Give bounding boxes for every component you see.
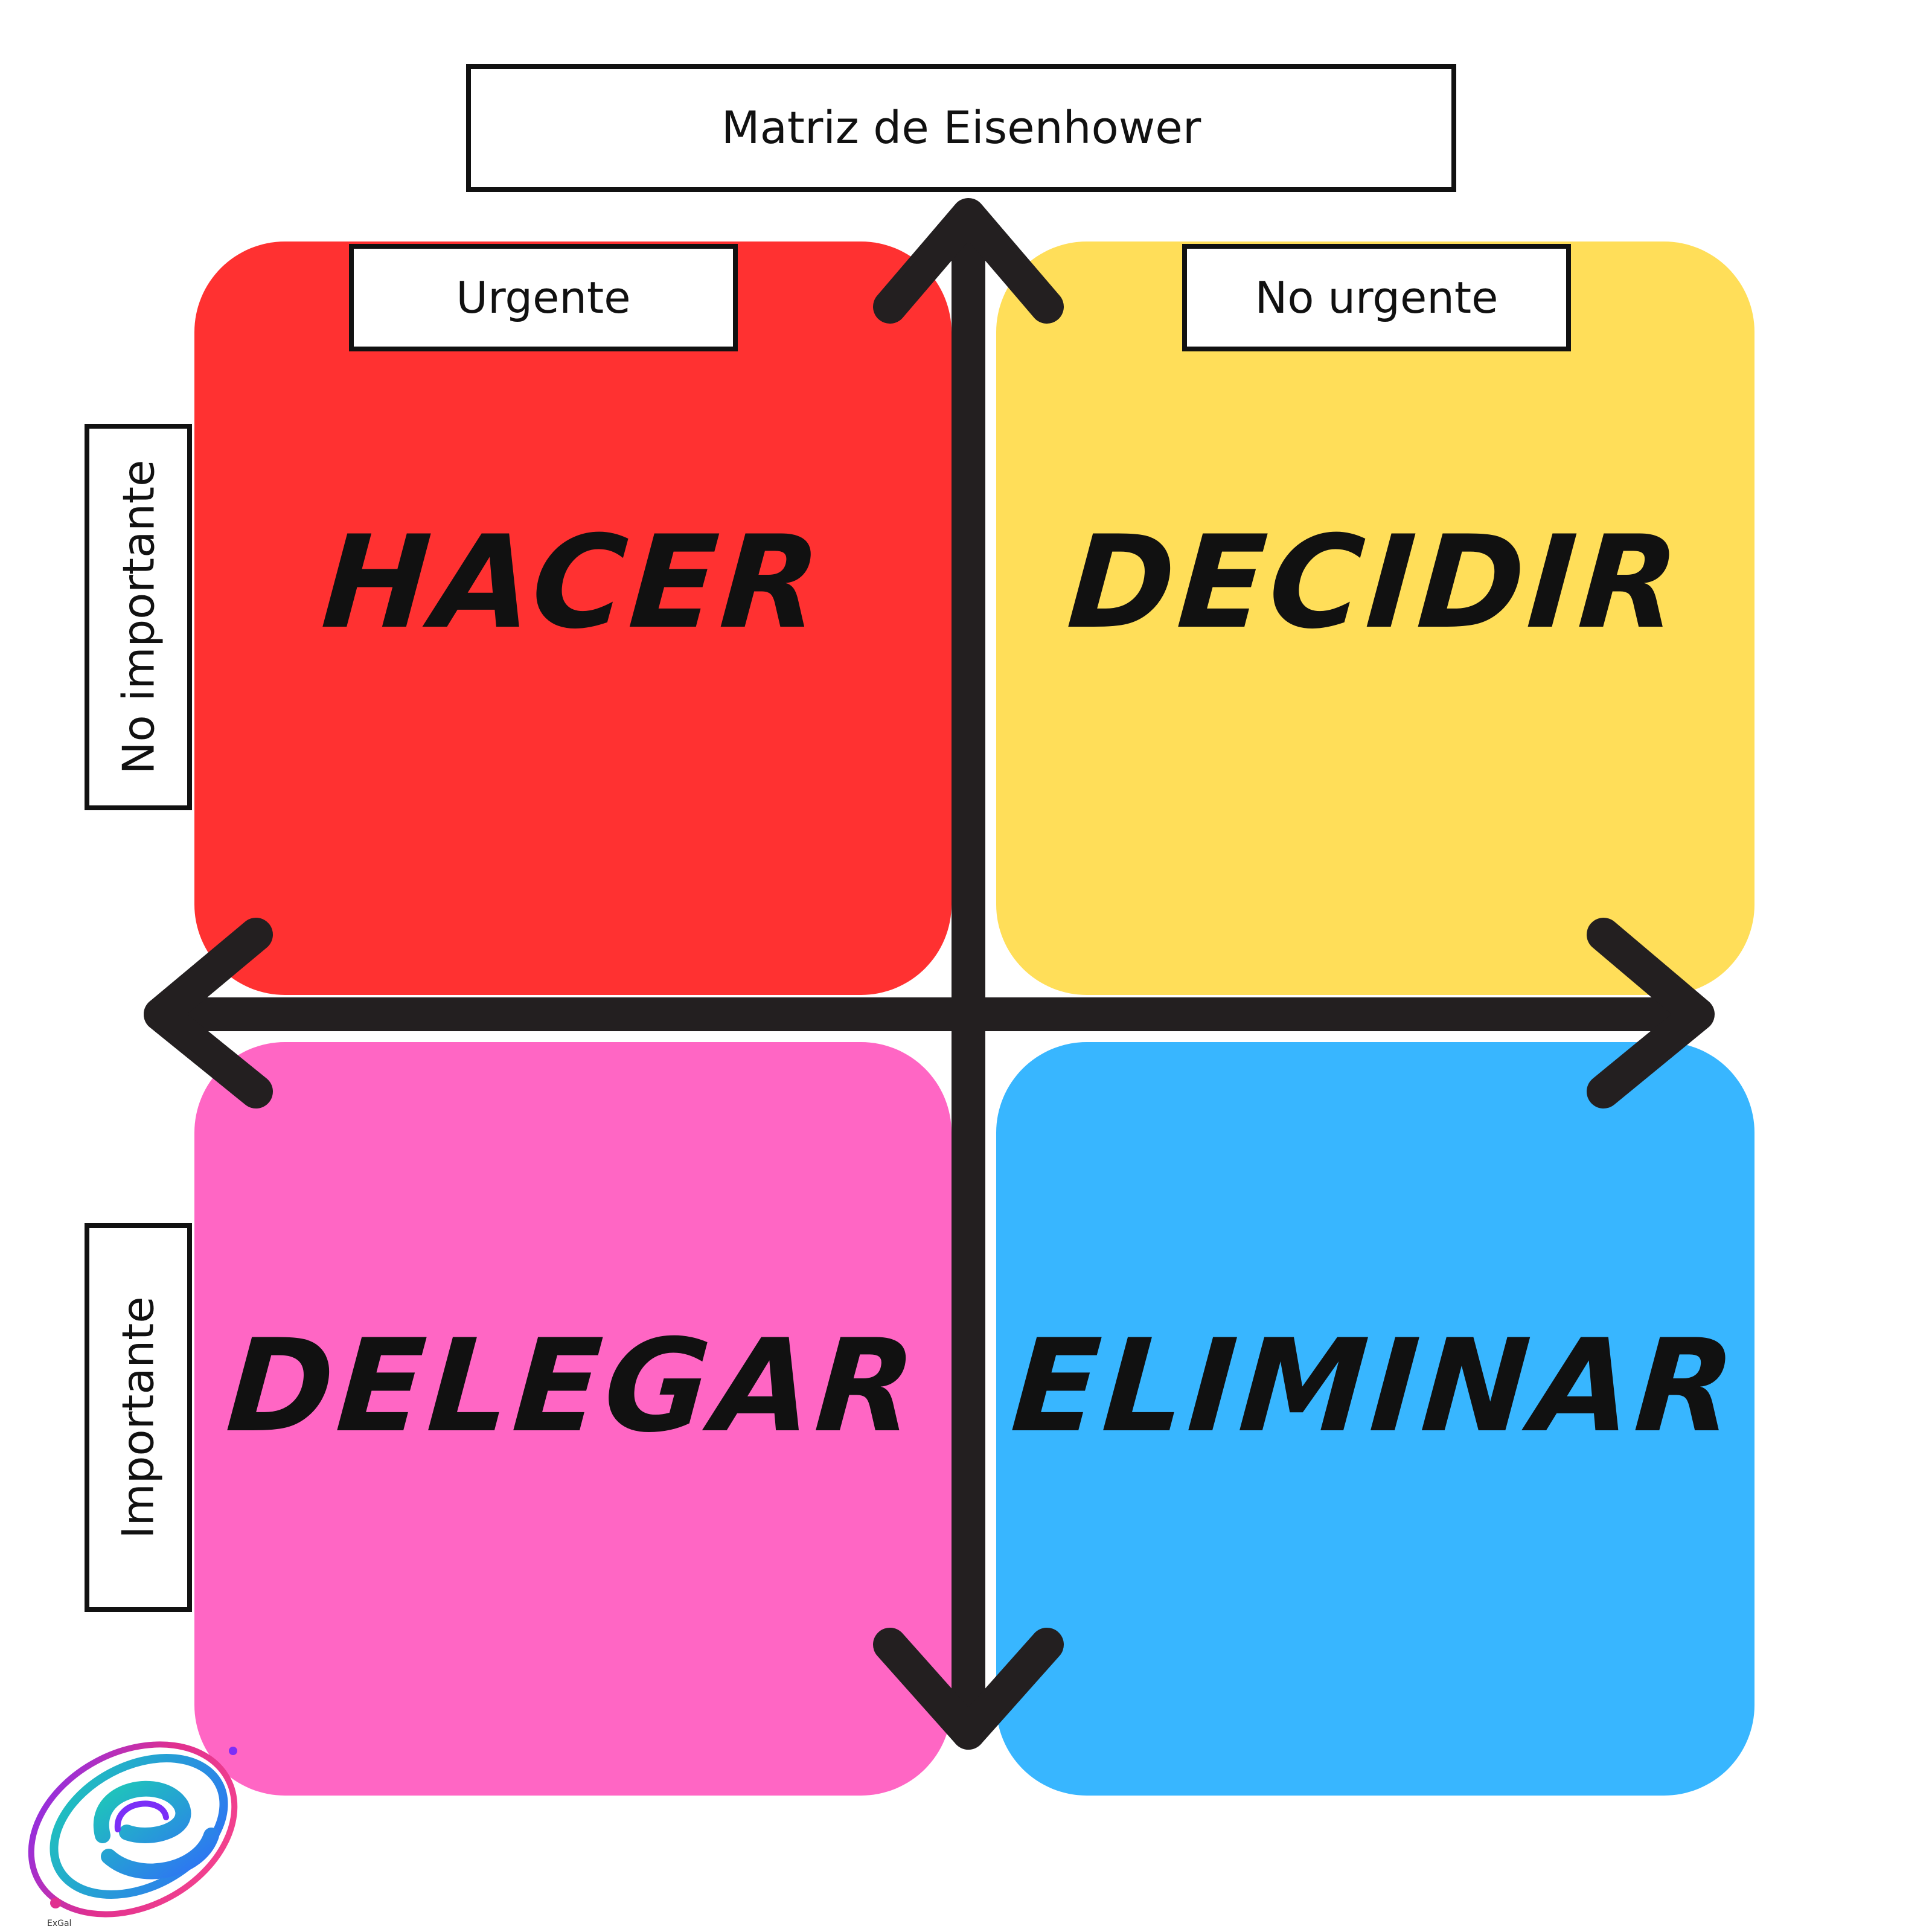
logo-text: ExGal	[47, 1919, 72, 1928]
horizontal-axis	[144, 918, 1715, 1108]
row-header-not-important: No importante	[85, 424, 192, 810]
row-label-not-important: No importante	[113, 459, 164, 775]
exgal-logo-icon	[28, 1741, 238, 1918]
quadrant-decide: DECIDIR	[996, 242, 1754, 995]
arrow-up-icon	[873, 198, 1064, 324]
matrix-title-box: Matriz de Eisenhower	[466, 64, 1456, 192]
row-label-important: Importante	[113, 1296, 164, 1539]
arrow-down-icon	[873, 1628, 1064, 1750]
quadrant-do: HACER	[194, 242, 952, 995]
quadrant-delegate: DELEGAR	[194, 1042, 952, 1796]
arrow-right-icon	[1587, 918, 1715, 1108]
column-label-urgent: Urgente	[456, 272, 631, 323]
column-label-not-urgent: No urgente	[1255, 272, 1499, 323]
row-header-important: Importante	[85, 1223, 192, 1612]
arrow-left-icon	[144, 918, 273, 1108]
matrix-title: Matriz de Eisenhower	[721, 102, 1201, 154]
column-header-urgent: Urgente	[349, 244, 738, 351]
column-header-not-urgent: No urgente	[1182, 244, 1571, 351]
quadrant-delete: ELIMINAR	[996, 1042, 1754, 1796]
vertical-axis	[873, 198, 1064, 1750]
